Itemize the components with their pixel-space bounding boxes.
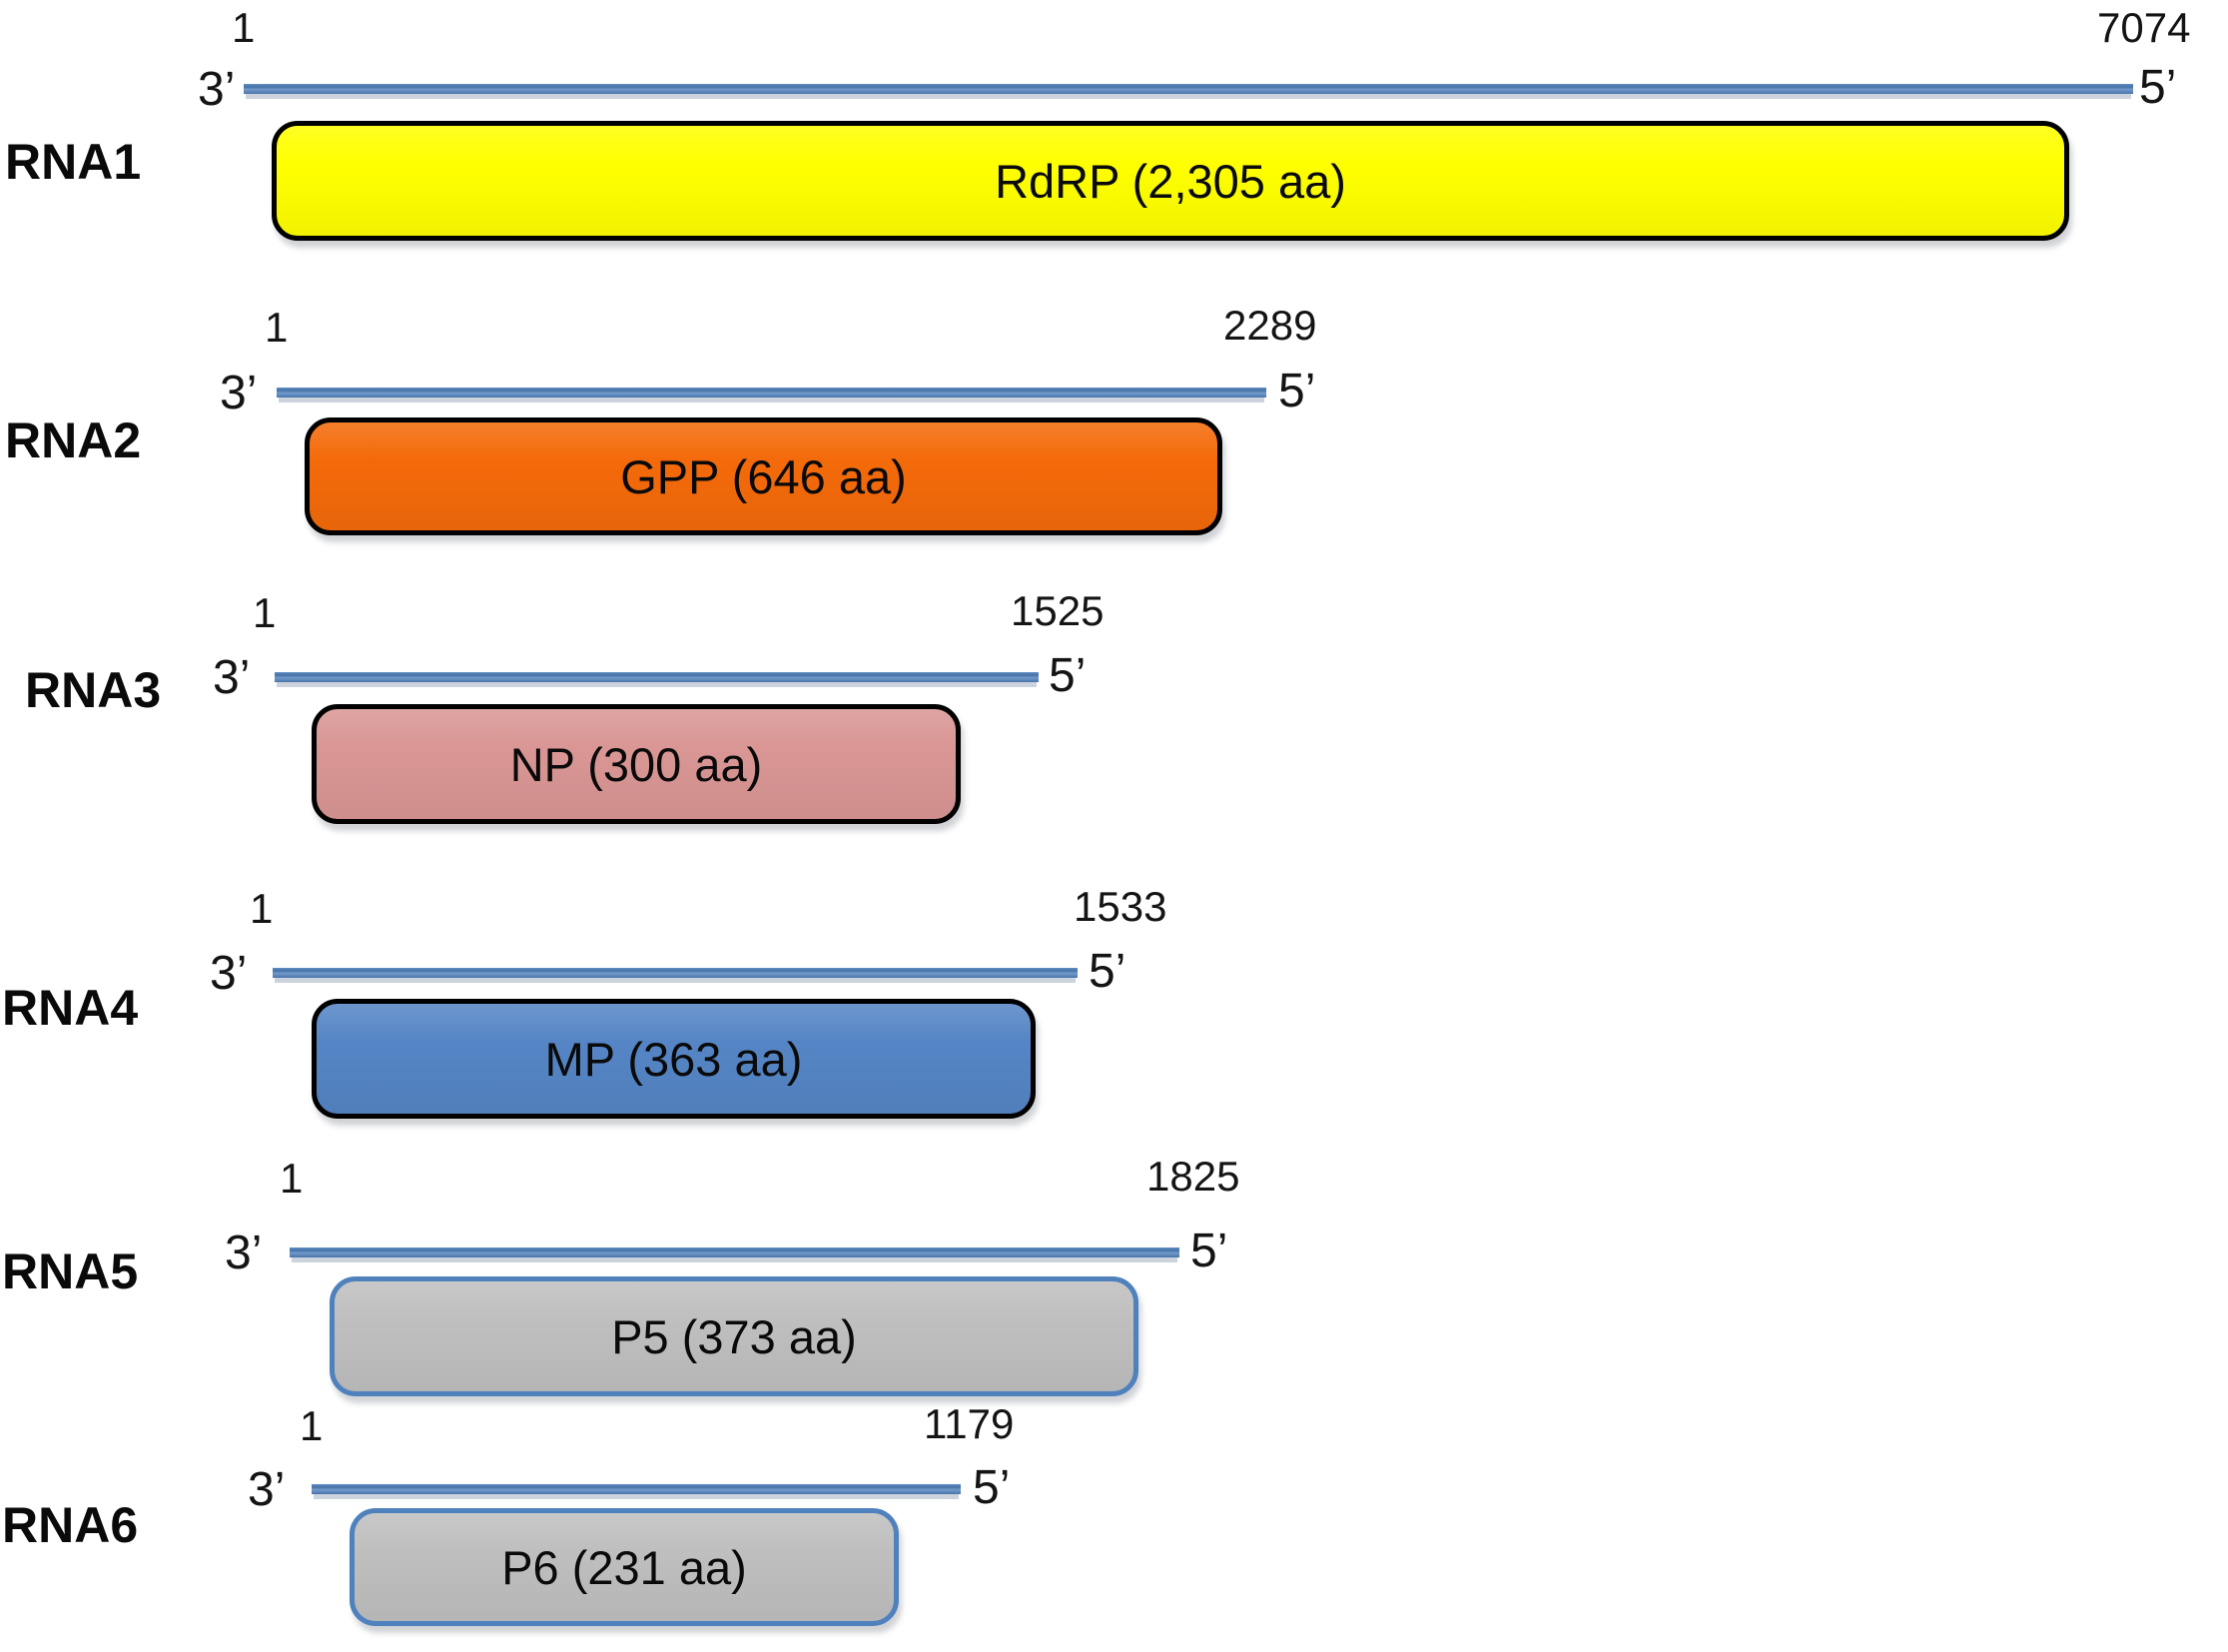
rna2-protein-label: GPP (646 aa) bbox=[620, 449, 907, 503]
rna6-3prime-label: 3’ bbox=[248, 1463, 286, 1516]
rna6-genome-line bbox=[312, 1484, 961, 1494]
rna6-5prime-label: 5’ bbox=[973, 1461, 1011, 1514]
rna6-end-coordinate: 1179 bbox=[924, 1400, 1015, 1447]
rna2-end-coordinate: 2289 bbox=[1223, 302, 1317, 349]
rna5-5prime-label: 5’ bbox=[1190, 1225, 1228, 1277]
rna3-start-coordinate: 1 bbox=[253, 589, 277, 636]
rna3-end-coordinate: 1525 bbox=[1011, 587, 1105, 634]
rna1-start-coordinate: 1 bbox=[232, 4, 256, 51]
rna1-protein-box: RdRP (2,305 aa) bbox=[272, 121, 2069, 241]
rna2-label: RNA2 bbox=[5, 413, 142, 468]
rna3-5prime-label: 5’ bbox=[1049, 649, 1087, 702]
rna3-protein-box: NP (300 aa) bbox=[312, 704, 961, 824]
rna5-genome-line bbox=[290, 1247, 1179, 1257]
rna6-start-coordinate: 1 bbox=[300, 1402, 324, 1449]
rna5-3prime-label: 3’ bbox=[225, 1227, 263, 1279]
rna2-5prime-label: 5’ bbox=[1278, 365, 1316, 417]
rna5-end-coordinate: 1825 bbox=[1146, 1153, 1240, 1200]
rna4-3prime-label: 3’ bbox=[210, 947, 248, 1000]
rna3-label: RNA3 bbox=[25, 662, 162, 718]
rna1-protein-label: RdRP (2,305 aa) bbox=[995, 154, 1346, 208]
rna6-protein-box: P6 (231 aa) bbox=[350, 1508, 899, 1626]
rna4-start-coordinate: 1 bbox=[250, 885, 274, 932]
rna6-label: RNA6 bbox=[2, 1497, 139, 1553]
rna4-protein-box: MP (363 aa) bbox=[312, 999, 1036, 1119]
rna4-genome-line bbox=[273, 968, 1078, 978]
rna5-start-coordinate: 1 bbox=[280, 1155, 304, 1202]
rna4-label: RNA4 bbox=[2, 980, 139, 1036]
rna3-protein-label: NP (300 aa) bbox=[509, 737, 763, 791]
rna1-3prime-label: 3’ bbox=[198, 63, 236, 116]
rna5-protein-label: P5 (373 aa) bbox=[611, 1309, 857, 1363]
rna6-protein-label: P6 (231 aa) bbox=[501, 1540, 747, 1594]
rna3-genome-line bbox=[275, 672, 1039, 682]
rna4-end-coordinate: 1533 bbox=[1074, 883, 1167, 930]
rna1-end-coordinate: 7074 bbox=[2097, 4, 2191, 51]
rna5-protein-box: P5 (373 aa) bbox=[330, 1276, 1138, 1396]
rna4-5prime-label: 5’ bbox=[1089, 945, 1126, 998]
rna1-genome-line bbox=[244, 84, 2133, 94]
rna5-label: RNA5 bbox=[2, 1243, 139, 1299]
rna2-protein-box: GPP (646 aa) bbox=[305, 417, 1222, 535]
rna2-3prime-label: 3’ bbox=[220, 367, 258, 419]
rna1-5prime-label: 5’ bbox=[2139, 61, 2177, 114]
rna2-genome-line bbox=[277, 388, 1266, 398]
rna4-protein-label: MP (363 aa) bbox=[544, 1032, 803, 1086]
rna2-start-coordinate: 1 bbox=[265, 304, 289, 351]
rna3-3prime-label: 3’ bbox=[213, 651, 251, 704]
rna1-label: RNA1 bbox=[5, 134, 142, 190]
